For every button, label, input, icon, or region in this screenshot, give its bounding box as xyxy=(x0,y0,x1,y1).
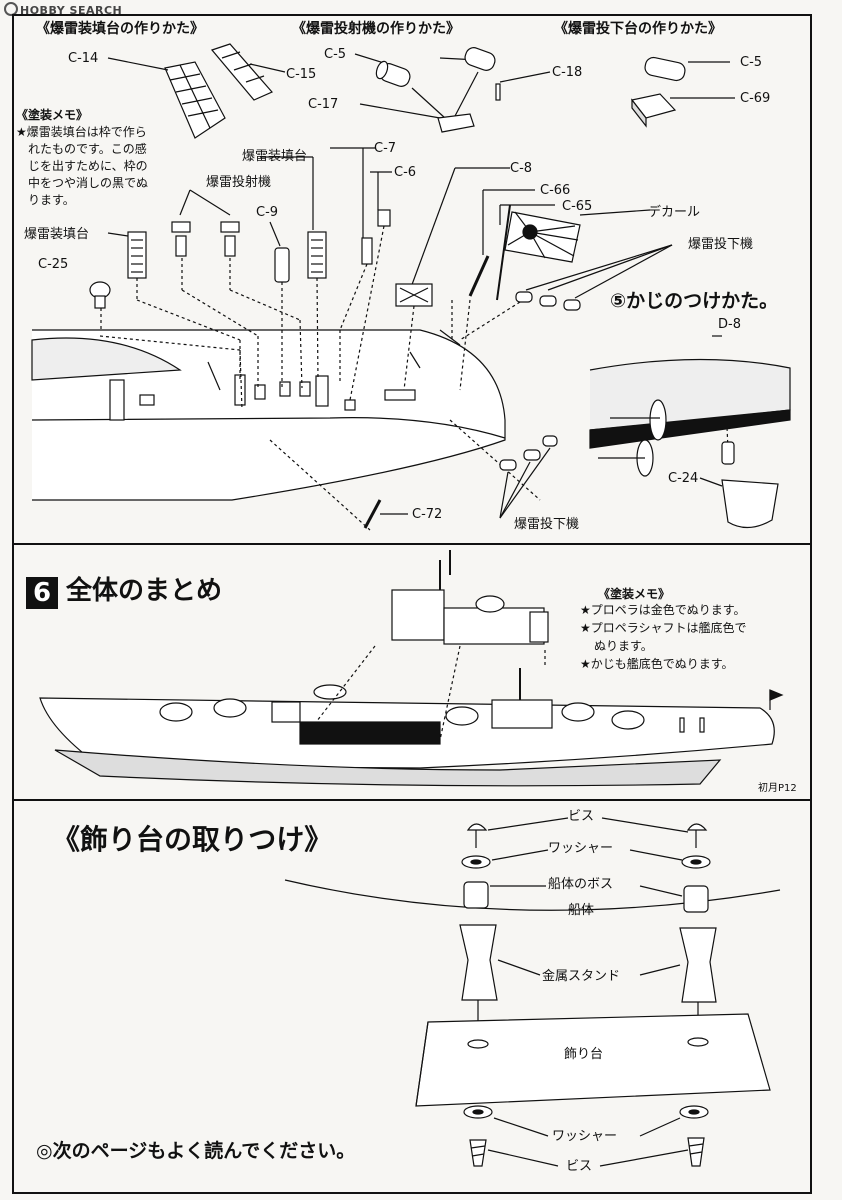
part-label-c69: C-69 xyxy=(740,91,771,106)
paint-memo-top-line: じを出すために、枠の xyxy=(28,159,148,173)
part-label-d8: D-8 xyxy=(718,317,741,332)
part-label-c25: C-25 xyxy=(38,257,69,272)
watermark-logo: HOBBY SEARCH xyxy=(4,2,122,17)
stand-section-title: 《飾り台の取りつけ》 xyxy=(52,823,333,856)
part-label-c7: C-7 xyxy=(374,141,397,156)
page-reference: 初月P12 xyxy=(758,783,797,794)
paint-memo-mid-line: ★プロペラシャフトは艦底色で xyxy=(580,621,747,635)
part-label-c24: C-24 xyxy=(668,471,699,486)
superstructure-illustration xyxy=(391,550,549,645)
hull-curve-illustration xyxy=(284,879,781,911)
flag-illustration xyxy=(496,204,581,301)
label-decal: デカール xyxy=(648,205,701,220)
label-dropper-bottom: 爆雷投下機 xyxy=(514,517,580,532)
paint-memo-top-line: ★爆雷装填台は枠で作ら xyxy=(16,125,147,139)
loader-rack-illustration xyxy=(164,43,273,139)
page-frame xyxy=(12,14,812,1194)
label-loader-1: 爆雷装填台 xyxy=(24,227,90,242)
full-ship-illustration xyxy=(39,668,784,787)
section-divider-1 xyxy=(12,543,810,545)
read-next-page-note: ◎次のページもよく読んでください。 xyxy=(36,1140,356,1162)
label-display-base: 飾り台 xyxy=(564,1047,604,1062)
paint-memo-top-line: ります。 xyxy=(28,193,75,207)
paint-memo-mid-title: 《塗装メモ》 xyxy=(598,587,671,601)
label-hull-boss: 船体のボス xyxy=(548,877,614,892)
part-label-c18: C-18 xyxy=(552,65,583,80)
part-label-c15: C-15 xyxy=(286,67,317,82)
stand-assembly-left xyxy=(459,823,498,1167)
part-label-c5-thrower: C-5 xyxy=(324,47,347,62)
part-label-c66: C-66 xyxy=(540,183,571,198)
stand-assembly-right xyxy=(679,823,717,1167)
paint-memo-mid-line: ぬります。 xyxy=(594,639,653,653)
label-dropper-top: 爆雷投下機 xyxy=(688,237,754,252)
paint-memo-top: 《塗装メモ》 ★爆雷装填台は枠で作ら れたものです。この感 じを出すために、枠の… xyxy=(16,107,196,209)
ship-stern-illustration xyxy=(31,329,506,501)
part-label-c9: C-9 xyxy=(256,205,279,220)
label-screw-top: ビス xyxy=(568,809,595,824)
part-label-c8: C-8 xyxy=(510,161,533,176)
paint-memo-mid-line: ★かじも艦底色でぬります。 xyxy=(580,657,734,671)
label-hull: 船体 xyxy=(568,903,595,918)
section-divider-2 xyxy=(12,799,810,801)
part-label-c5-dropper: C-5 xyxy=(740,55,763,70)
part-label-c17: C-17 xyxy=(308,97,339,112)
label-washer-top: ワッシャー xyxy=(548,841,614,856)
label-screw-bottom: ビス xyxy=(566,1159,593,1174)
paint-memo-top-title: 《塗装メモ》 xyxy=(16,108,89,122)
paint-memo-top-line: れたものです。この感 xyxy=(28,142,147,156)
rudder-illustration xyxy=(589,335,791,529)
section-title-loader: 《爆雷装填台の作りかた》 xyxy=(36,21,204,37)
part-label-c65: C-65 xyxy=(562,199,593,214)
part-label-c72: C-72 xyxy=(412,507,443,522)
section-title-thrower: 《爆雷投射機の作りかた》 xyxy=(292,21,460,37)
paint-memo-mid-line: ★プロペラは金色でぬります。 xyxy=(580,603,746,617)
label-loader-2: 爆雷装填台 xyxy=(242,149,308,164)
step-number-badge: 6 xyxy=(26,577,58,609)
step-title: 全体のまとめ xyxy=(66,576,223,606)
paint-memo-top-line: 中をつや消しの黒でぬ xyxy=(28,176,149,190)
part-label-c6: C-6 xyxy=(394,165,417,180)
part-label-c14: C-14 xyxy=(68,51,99,66)
label-thrower: 爆雷投射機 xyxy=(206,175,272,190)
display-base-illustration xyxy=(415,1013,771,1107)
label-metal-stand: 金属スタンド xyxy=(542,969,621,984)
label-washer-bottom: ワッシャー xyxy=(552,1129,618,1144)
dropper-illustration xyxy=(630,56,735,128)
thrower-illustration xyxy=(375,47,501,133)
rudder-step-title: ⑤かじのつけかた。 xyxy=(610,290,779,312)
section-title-dropper: 《爆雷投下台の作りかた》 xyxy=(554,21,722,37)
